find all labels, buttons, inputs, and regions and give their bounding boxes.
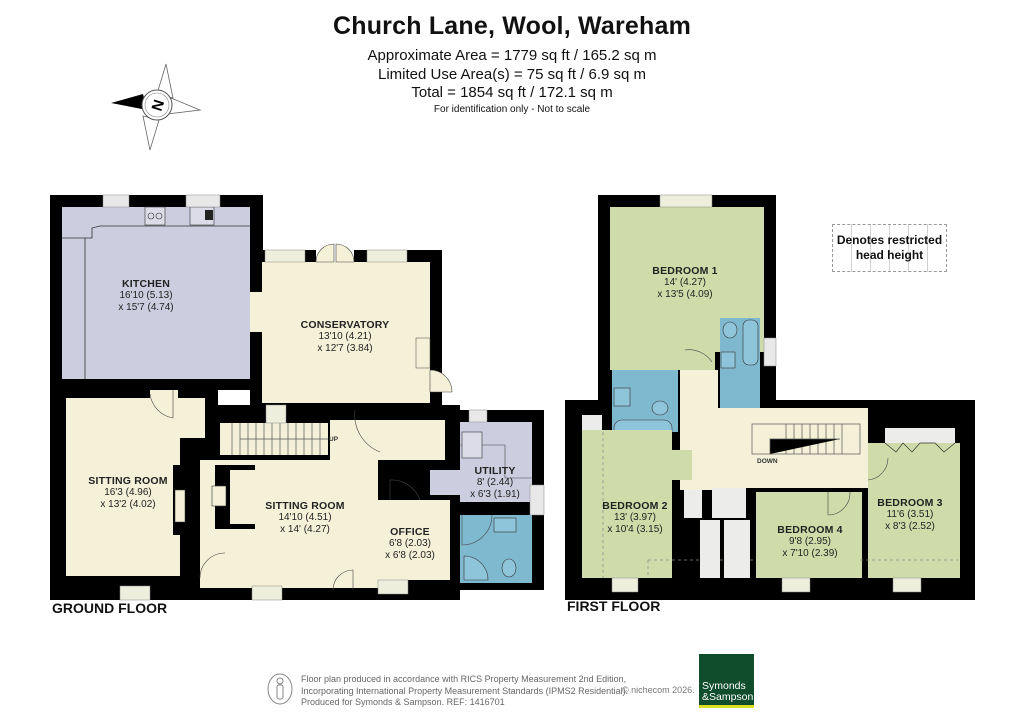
limited-use-area: Limited Use Area(s) = 75 sq ft / 6.9 sq …: [377, 66, 647, 83]
room-office: OFFICE 6'8 (2.03) x 6'8 (2.03): [370, 526, 450, 562]
room-dimension: x 15'7 (4.74): [118, 302, 174, 313]
room-name: BEDROOM 2: [602, 500, 668, 512]
room-kitchen: KITCHEN 16'10 (5.13) x 15'7 (4.74): [96, 278, 196, 314]
room-conservatory: CONSERVATORY 13'10 (4.21) x 12'7 (3.84): [290, 319, 400, 355]
room-name: UTILITY: [474, 465, 516, 477]
room-dimension: 14'10 (4.51): [278, 512, 332, 523]
north-compass-icon: N: [111, 63, 202, 151]
room-bedroom-2: BEDROOM 2 13' (3.97) x 10'4 (3.15): [595, 500, 675, 536]
room-bedroom-3: BEDROOM 3 11'6 (3.51) x 8'3 (2.52): [865, 497, 955, 533]
room-dimension: x 6'3 (1.91): [470, 489, 520, 500]
room-utility: UTILITY 8' (2.44) x 6'3 (1.91): [455, 465, 535, 501]
plan-title: Church Lane, Wool, Wareham: [332, 12, 692, 40]
room-dimension: 6'8 (2.03): [389, 538, 431, 549]
footer-line-1: Floor plan produced in accordance with R…: [301, 674, 627, 684]
footer-line-2: Incorporating International Property Mea…: [301, 685, 629, 696]
room-bedroom-4: BEDROOM 4 9'8 (2.95) x 7'10 (2.39): [765, 524, 855, 560]
room-name: KITCHEN: [121, 278, 171, 290]
ground-floor-plan: [50, 194, 545, 601]
person-icon: [267, 673, 293, 705]
room-name: SITTING ROOM: [88, 475, 168, 487]
identification-note: For identification only - Not to scale: [433, 104, 591, 115]
ground-floor-label: GROUND FLOOR: [52, 600, 168, 616]
footer-copyright: © nichecom 2026.: [622, 685, 695, 695]
room-name: OFFICE: [390, 526, 430, 538]
room-dimension: 13'10 (4.21): [318, 331, 372, 342]
brand-line-1: Symonds: [702, 680, 746, 692]
room-dimension: 14' (4.27): [664, 277, 706, 288]
footer-disclaimer: Floor plan produced in accordance with R…: [301, 674, 628, 709]
room-dimension: x 10'4 (3.15): [607, 524, 663, 535]
stairs-up-label: UP: [329, 436, 339, 443]
room-name: BEDROOM 3: [877, 497, 943, 509]
room-dimension: x 6'8 (2.03): [385, 550, 435, 561]
room-dimension: x 8'3 (2.52): [885, 521, 935, 532]
restricted-head-height-legend: Denotes restricted head height: [832, 224, 947, 272]
room-name: BEDROOM 1: [652, 265, 718, 277]
room-dimension: x 13'2 (4.02): [100, 499, 156, 510]
room-dimension: x 12'7 (3.84): [317, 343, 373, 354]
room-dimension: x 14' (4.27): [280, 524, 330, 535]
first-floor-label: FIRST FLOOR: [567, 598, 661, 614]
footer-line-3: Produced for Symonds & Sampson. REF: 141…: [301, 697, 505, 707]
room-name: CONSERVATORY: [300, 319, 390, 331]
stairs-down-label: DOWN: [757, 458, 778, 465]
room-dimension: x 7'10 (2.39): [782, 548, 838, 559]
approximate-area: Approximate Area = 1779 sq ft / 165.2 sq…: [367, 47, 657, 64]
room-sitting-room-1: SITTING ROOM 16'3 (4.96) x 13'2 (4.02): [78, 475, 178, 511]
symonds-sampson-logo: Symonds &Sampson: [699, 654, 754, 708]
room-dimension: 16'10 (5.13): [119, 290, 173, 301]
first-floor-plan: [565, 194, 975, 600]
total-area: Total = 1854 sq ft / 172.1 sq m: [411, 84, 613, 101]
room-bedroom-1: BEDROOM 1 14' (4.27) x 13'5 (4.09): [630, 265, 740, 301]
room-sitting-room-2: SITTING ROOM 14'10 (4.51) x 14' (4.27): [255, 500, 355, 536]
room-dimension: 16'3 (4.96): [104, 487, 152, 498]
room-dimension: 9'8 (2.95): [789, 536, 831, 547]
room-name: BEDROOM 4: [777, 524, 843, 536]
room-name: SITTING ROOM: [265, 500, 345, 512]
room-dimension: 11'6 (3.51): [886, 509, 934, 520]
room-dimension: x 13'5 (4.09): [657, 289, 713, 300]
room-dimension: 8' (2.44): [476, 477, 514, 488]
room-dimension: 13' (3.97): [614, 512, 656, 523]
compass-letter: N: [149, 98, 169, 114]
brand-line-2: &Sampson: [702, 691, 754, 703]
